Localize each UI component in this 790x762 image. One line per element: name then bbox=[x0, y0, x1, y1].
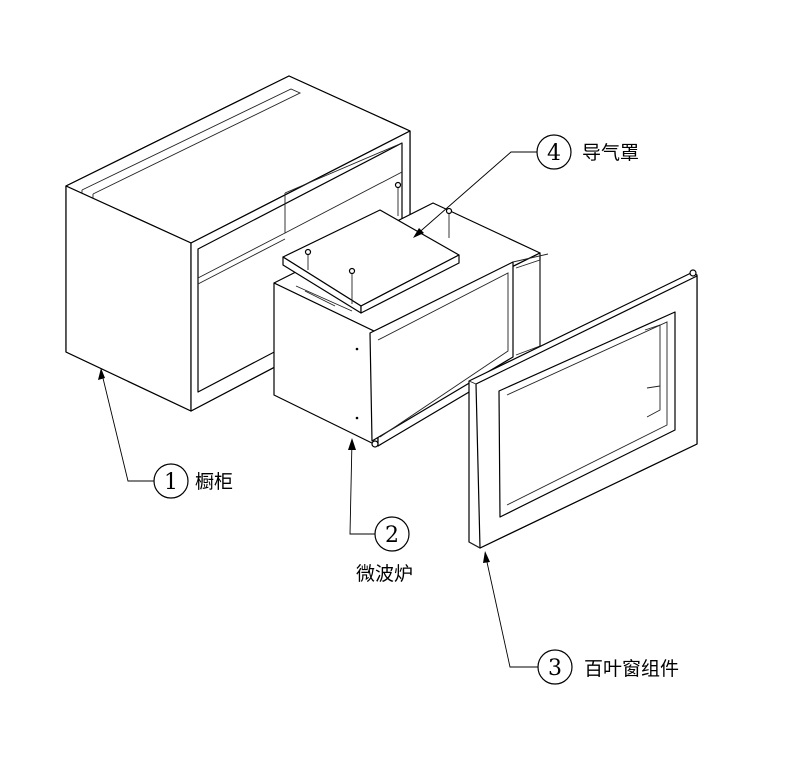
leader-3 bbox=[484, 552, 538, 668]
callout-2: 2 微波炉 bbox=[356, 516, 413, 585]
callout-1: 1 橱柜 bbox=[153, 463, 233, 499]
callout-1-number: 1 bbox=[164, 470, 178, 495]
leader-4 bbox=[414, 151, 537, 237]
louver-frame bbox=[468, 269, 698, 549]
leader-2 bbox=[349, 439, 375, 535]
callout-3-number: 3 bbox=[548, 656, 562, 681]
callout-4-number: 4 bbox=[547, 141, 561, 166]
air-hood bbox=[282, 207, 460, 314]
leader-1 bbox=[100, 369, 154, 482]
callout-1-label: 橱柜 bbox=[195, 471, 233, 493]
callout-4: 4 导气罩 bbox=[536, 134, 639, 170]
callout-2-label: 微波炉 bbox=[356, 563, 413, 585]
callout-3: 3 百叶窗组件 bbox=[537, 649, 679, 685]
callout-4-label: 导气罩 bbox=[582, 142, 639, 164]
callout-3-label: 百叶窗组件 bbox=[584, 658, 679, 680]
callout-2-number: 2 bbox=[385, 523, 399, 548]
